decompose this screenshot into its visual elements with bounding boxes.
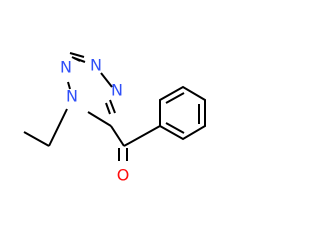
atom-o1: O <box>117 166 130 185</box>
bond-n2-n3-double-b <box>69 52 85 58</box>
bond-c5-n1 <box>87 111 112 127</box>
bond-lines <box>23 52 206 161</box>
bond-c5-carbonyl <box>110 125 125 147</box>
phenyl-inner-double-3 <box>165 122 185 134</box>
phenyl-ring <box>159 85 206 141</box>
bond-ethyl-ch2-ch3 <box>23 131 50 147</box>
atom-n2: N <box>60 58 72 77</box>
atom-n4: N <box>111 81 123 100</box>
bond-n3-n4 <box>100 72 113 88</box>
atom-labels: N N N N O <box>60 56 129 185</box>
bond-n1-ethyl-ch2 <box>48 108 68 147</box>
atom-n1: N <box>66 87 78 106</box>
phenyl-inner-double-1 <box>165 92 185 104</box>
molecule-structure-diagram: N N N N O <box>23 52 206 185</box>
bond-n1-n2 <box>67 81 71 90</box>
atom-n3: N <box>90 56 102 75</box>
bond-n2-n3-double-a <box>73 57 86 63</box>
bond-c5-n4 <box>109 99 116 114</box>
bond-carbonyl-phenyl <box>123 125 161 147</box>
bond-c5-n4-double <box>105 102 111 115</box>
